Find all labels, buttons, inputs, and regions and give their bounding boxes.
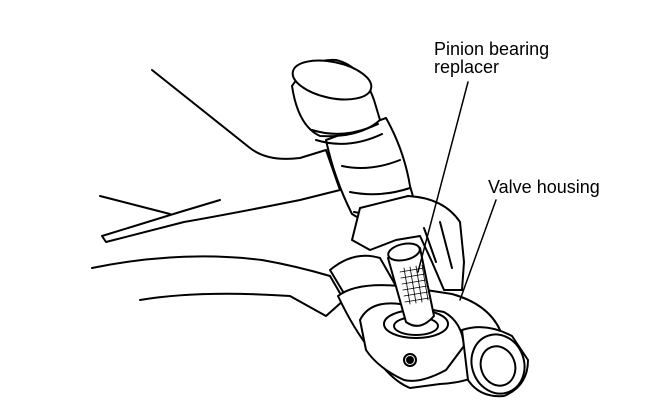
label-pinion-line-2: replacer (434, 57, 500, 77)
replacer-knurl (399, 264, 430, 305)
upper-arm-edge (99, 195, 171, 215)
leader-line-valve (459, 199, 497, 301)
gripping-hand (351, 195, 465, 291)
finger-line (439, 221, 453, 269)
finger-line-2 (423, 227, 437, 263)
label-valve-housing: Valve housing (488, 177, 600, 197)
hammer-handle-ridge (341, 159, 401, 169)
side-port-bore (479, 345, 517, 387)
hammer-neck-band (311, 123, 379, 135)
leader-line-pinion (417, 81, 469, 273)
hammer-neck-band-2 (315, 133, 383, 145)
upper-arm (101, 69, 341, 243)
label-pinion-bearing-replacer: Pinion bearing replacer (434, 40, 549, 76)
hammer-handle-ridge-2 (349, 187, 411, 196)
replacer-top (387, 242, 421, 262)
hammer-face (291, 59, 373, 101)
lower-arm (91, 255, 345, 317)
mounting-hole-inner (406, 356, 414, 364)
label-pinion-line-1: Pinion bearing (434, 39, 550, 59)
